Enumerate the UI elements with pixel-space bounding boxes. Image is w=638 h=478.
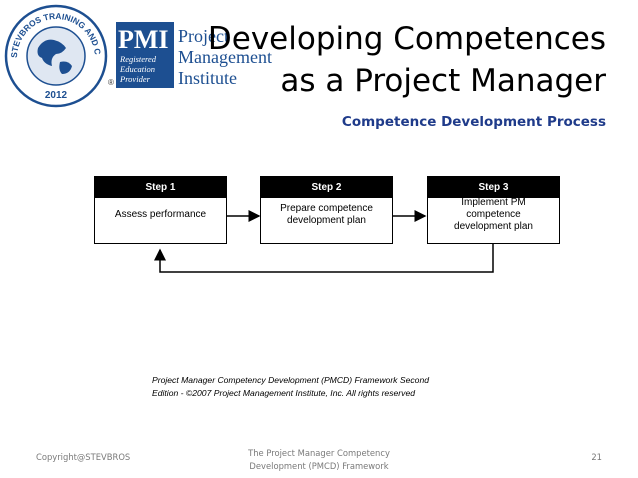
registered-mark: ® — [108, 78, 114, 87]
step-box-2: Step 2 Prepare competence development pl… — [260, 176, 393, 244]
process-arrows — [154, 210, 494, 273]
page-title: Developing Competences as a Project Mana… — [208, 18, 606, 102]
seal-year: 2012 — [45, 90, 68, 101]
feedback-arrow — [154, 244, 494, 273]
pmi-mark: PMI — [118, 25, 169, 54]
step-box-1: Step 1 Assess performance — [94, 176, 227, 244]
pmi-name-line3: Institute — [178, 68, 237, 88]
rep-line2: Education — [119, 64, 155, 74]
stevbros-seal-logo: STEVBROS TRAINING AND CONSULTANCY 2012 — [0, 0, 108, 108]
pmi-name-line2: Management — [178, 47, 272, 67]
step-label: Step 3 — [428, 177, 559, 198]
title-line-1: Developing Competences — [207, 21, 606, 57]
footer-copyright: Copyright@STEVBROS — [36, 452, 131, 462]
step-text: Prepare competence development plan — [280, 202, 373, 226]
rep-line1: Registered — [119, 54, 157, 64]
source-citation: Project Manager Competency Development (… — [152, 375, 430, 398]
footer-title: The Project Manager Competency Developme… — [248, 448, 390, 471]
step-label: Step 2 — [261, 177, 392, 198]
step-label: Step 1 — [95, 177, 226, 198]
rep-line3: Provider — [119, 74, 151, 84]
process-diagram: Step 1 Assess performance Step 2 Prepare… — [94, 176, 560, 276]
step-text: Assess performance — [114, 208, 207, 220]
page-number: 21 — [591, 452, 602, 462]
pmi-name-line1: Project — [178, 26, 229, 46]
title-line-2: as a Project Manager — [280, 63, 606, 99]
pmi-rep-logo: PMI Registered Education Provider Projec… — [116, 22, 272, 88]
step-box-3: Step 3 Implement PM competence developme… — [427, 176, 560, 244]
step-text: Implement PM competence development plan — [454, 196, 533, 232]
page-subtitle: Competence Development Process — [341, 114, 606, 130]
